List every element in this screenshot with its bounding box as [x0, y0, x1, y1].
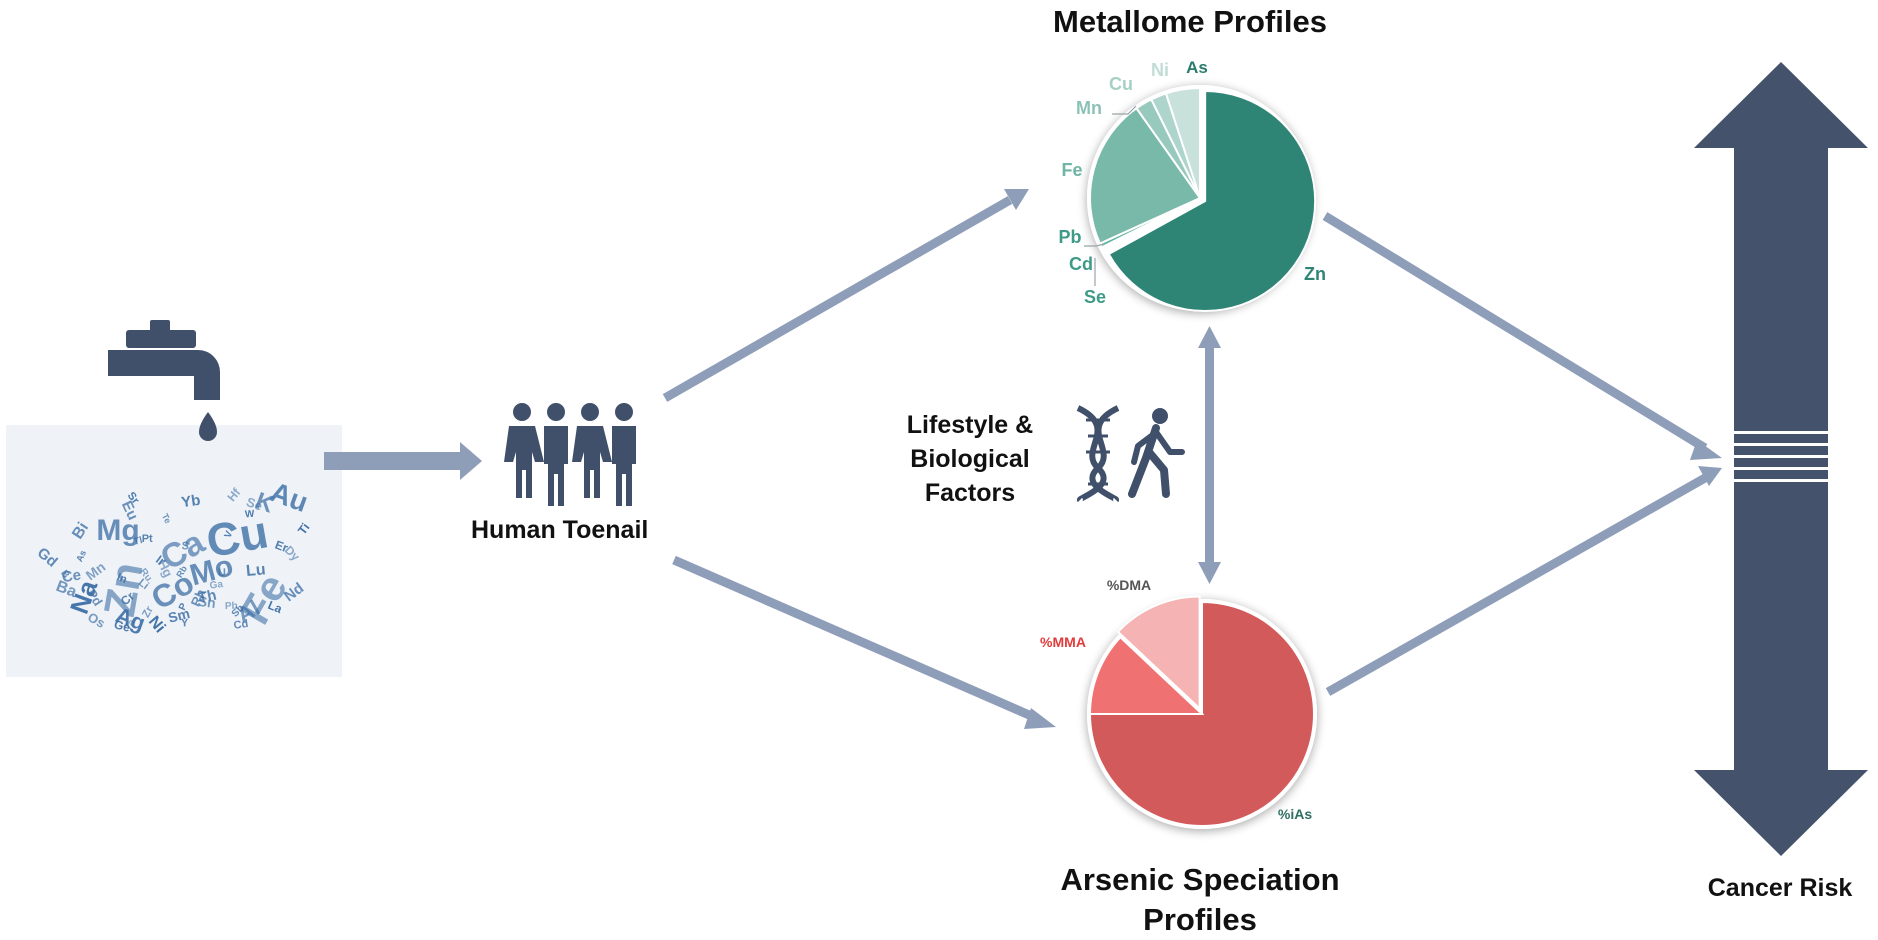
pie-label-mma: %MMA: [1040, 634, 1086, 650]
pie-slice-zn: [1107, 90, 1317, 312]
cloud-word: Ga: [209, 579, 224, 592]
cloud-word: Er: [273, 538, 290, 556]
lifestyle-line1: Lifestyle &: [906, 411, 1034, 439]
cloud-word: Mg: [96, 514, 139, 547]
arrow-toenail-to-arsenic: [672, 555, 1056, 729]
cancer-risk-label: Cancer Risk: [1707, 874, 1853, 902]
arsenic-title-line2: Profiles: [1143, 902, 1257, 937]
pie-label-pb: Pb: [1058, 227, 1081, 247]
people-icon: [504, 403, 636, 506]
risk-scale-stripe: [1734, 443, 1828, 446]
cloud-word: Hg: [155, 557, 176, 579]
toenail-label: Human Toenail: [471, 516, 649, 544]
risk-scale-stripe: [1734, 455, 1828, 458]
bidirectional-arrow-pies: [1198, 326, 1221, 584]
cloud-word: Os: [85, 609, 108, 631]
faucet-icon: [108, 320, 220, 441]
arsenic-title: Arsenic Speciation Profiles: [980, 860, 1420, 940]
cloud-word: In: [115, 571, 129, 586]
pie-slice-mma: [1088, 635, 1205, 715]
arsenic-title-line1: Arsenic Speciation: [1060, 862, 1340, 897]
cloud-word: Se: [244, 494, 264, 514]
pie-slice-ni: [1164, 86, 1201, 199]
cloud-word: Sn: [197, 593, 217, 611]
risk-scale-stripe: [1734, 479, 1828, 482]
pie-slice-dma: [1116, 595, 1201, 711]
pie-label-se: Se: [1084, 287, 1106, 307]
cloud-word: Ce: [61, 566, 83, 586]
risk-scale-stripe: [1734, 467, 1828, 470]
cloud-word: U: [218, 567, 226, 579]
cloud-word: Yb: [180, 492, 201, 512]
dna-icon: [1076, 405, 1120, 503]
leader-line: [1112, 105, 1137, 115]
cloud-word: La: [266, 598, 285, 616]
leader-line: [1084, 243, 1105, 247]
cloud-word: Rh: [188, 587, 209, 609]
pie-label-ias: %iAs: [1278, 806, 1312, 822]
risk-scale-stripe: [1734, 431, 1828, 434]
arrow-metallome-to-cancer: [1322, 212, 1722, 460]
cloud-word: Y: [181, 617, 189, 629]
cloud-word: Cu: [203, 505, 272, 567]
cloud-word: Th: [197, 587, 218, 607]
arrow-toenail-to-metallome: [662, 189, 1029, 402]
cloud-word: V: [223, 529, 236, 540]
lifestyle-label: Lifestyle & Biological Factors: [880, 408, 1060, 510]
cloud-word: Lu: [245, 561, 266, 580]
cloud-word: Eu: [118, 498, 142, 523]
lifestyle-line3: Factors: [924, 479, 1016, 507]
word-cloud-background: [6, 425, 342, 677]
pie-label-cu: Cu: [1109, 74, 1133, 94]
cloud-word: P: [177, 601, 190, 612]
arrow-arsenic-to-cancer: [1325, 466, 1722, 696]
pie-label-ni: Ni: [1151, 60, 1169, 80]
pie-label-fe: Fe: [1061, 160, 1082, 180]
double-arrow-icon: [1694, 62, 1868, 856]
pie-label-zn: Zn: [1304, 264, 1326, 284]
pie-label-mn: Mn: [1076, 98, 1102, 118]
pie-label-as: As: [1186, 58, 1208, 77]
cloud-word: Pb: [225, 601, 238, 612]
cloud-word: Ba: [54, 578, 79, 601]
cloud-word: S: [181, 540, 189, 553]
cloud-word: Tl: [132, 535, 143, 548]
cloud-word: As: [74, 549, 88, 564]
lifestyle-line2: Biological: [910, 445, 1030, 473]
cloud-word: Ge: [113, 617, 132, 635]
metallome-title: Metallome Profiles: [1053, 4, 1327, 39]
cloud-word: Te: [160, 512, 173, 525]
cloud-word: W: [245, 509, 256, 521]
arrow-cloud-to-toenail: [324, 442, 482, 480]
arsenic-pie-chart: %iAs %MMA %DMA: [1040, 577, 1317, 829]
walking-person-icon: [1128, 408, 1185, 498]
cloud-word: Sm: [166, 605, 191, 626]
pie-label-cd: Cd: [1069, 254, 1093, 274]
cloud-word: Bi: [69, 520, 92, 543]
cloud-word: Cd: [233, 618, 249, 632]
pie-label-dma: %DMA: [1107, 577, 1151, 593]
cloud-word: Pt: [142, 533, 153, 545]
pie-slice-fe: [1089, 106, 1202, 245]
cloud-word: Zn: [95, 559, 153, 620]
